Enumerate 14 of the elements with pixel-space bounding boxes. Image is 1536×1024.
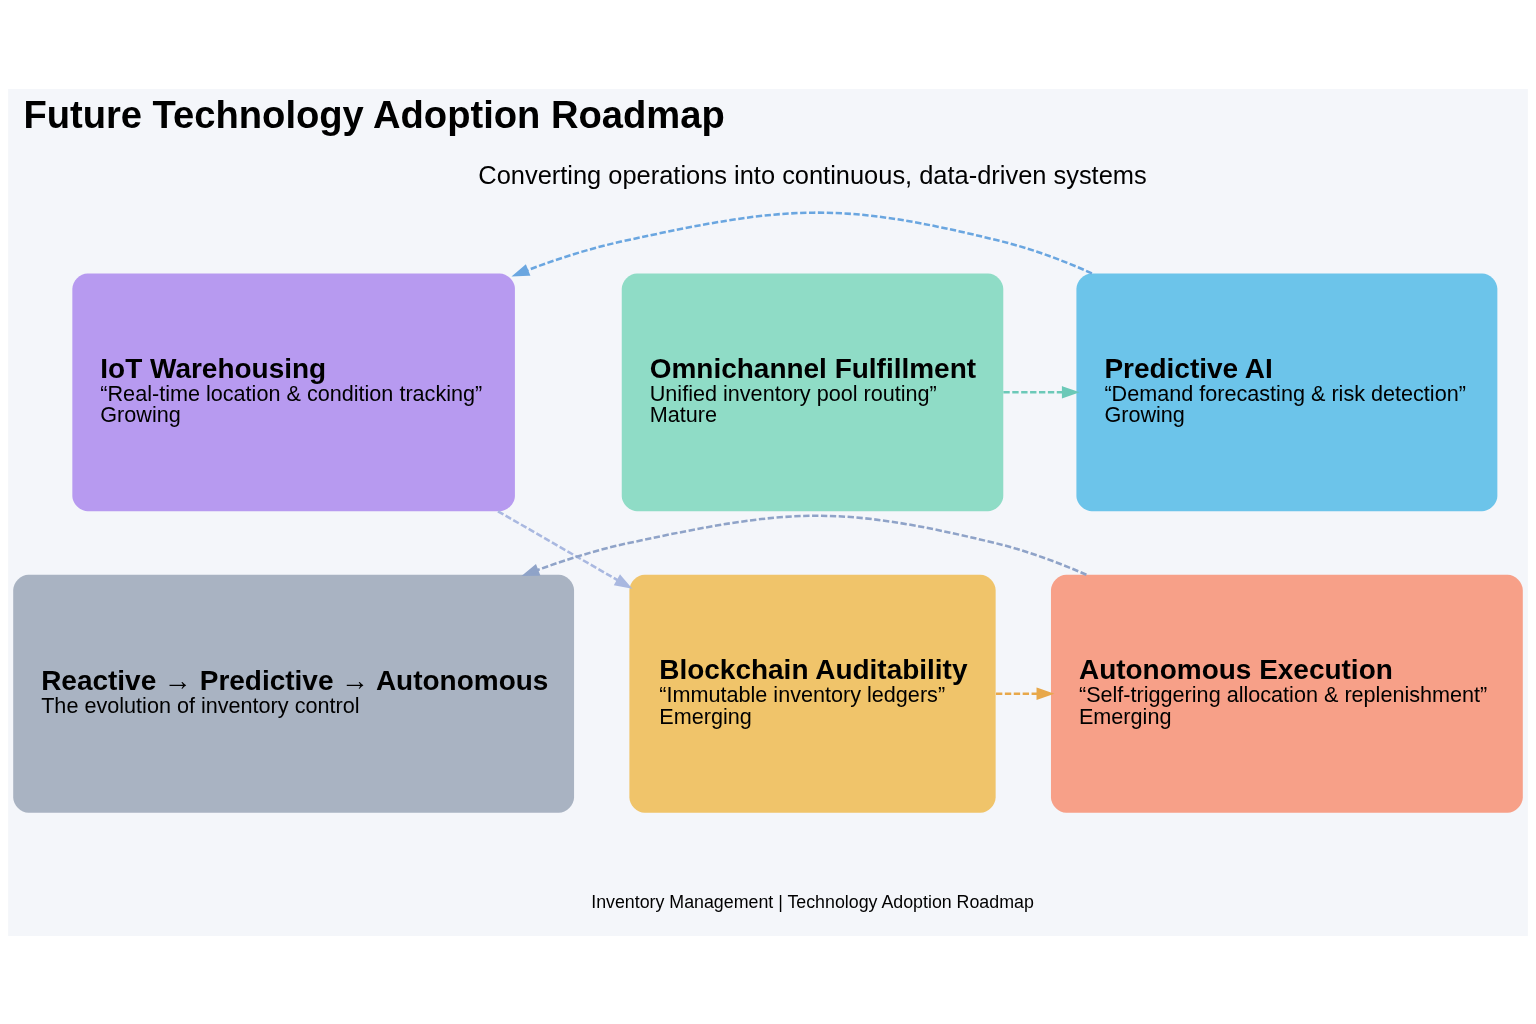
node-box: Predictive AI “Demand forecasting & risk detection” Growing [1076, 272, 1498, 511]
arrow [511, 210, 1093, 276]
node-box: Blockchain Auditability “Immutable inventory ledgers” Emerging [629, 574, 996, 813]
arrow [521, 514, 1087, 576]
arrow [1003, 385, 1080, 399]
diagram-title: Future Technology Adoption Roadmap [23, 92, 725, 136]
node-box: IoT Warehousing “Real-time location & condition tracking” Growing [72, 272, 515, 511]
node-box: Omnichannel Fulfillment Unified inventory pool routing” Mature [621, 272, 1004, 511]
node-box: Autonomous Execution “Self-triggering allocation & replenishment” Emerging [1050, 574, 1523, 813]
arrow [497, 509, 633, 589]
label: Converting operations into continuous, data-driven systems [478, 160, 1147, 189]
label: Inventory Management | Technology Adoption Roadmap [591, 891, 1034, 912]
node-box: Reactive → Predictive → Autonomous The evolution of inventory control [13, 574, 575, 813]
arrow [995, 687, 1055, 700]
